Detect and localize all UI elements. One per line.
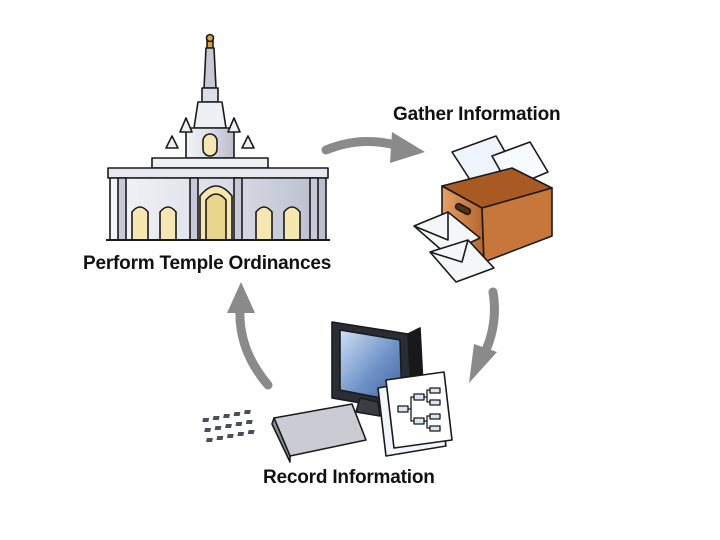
arrow-temple-to-gather: [321, 132, 425, 163]
keyboard-keys: [202, 410, 255, 442]
file-box-icon: [413, 135, 553, 283]
arrow-record-to-temple: [227, 282, 273, 390]
pedigree-chart-icon: [397, 387, 441, 432]
arrow-gather-to-record: [469, 287, 499, 383]
step-label-gather-information: Gather Information: [393, 104, 561, 125]
temple-icon: [106, 33, 330, 241]
computer-icon: [202, 321, 453, 463]
step-label-perform-temple-ordinances: Perform Temple Ordinances: [83, 253, 332, 274]
step-label-record-information: Record Information: [263, 467, 435, 488]
